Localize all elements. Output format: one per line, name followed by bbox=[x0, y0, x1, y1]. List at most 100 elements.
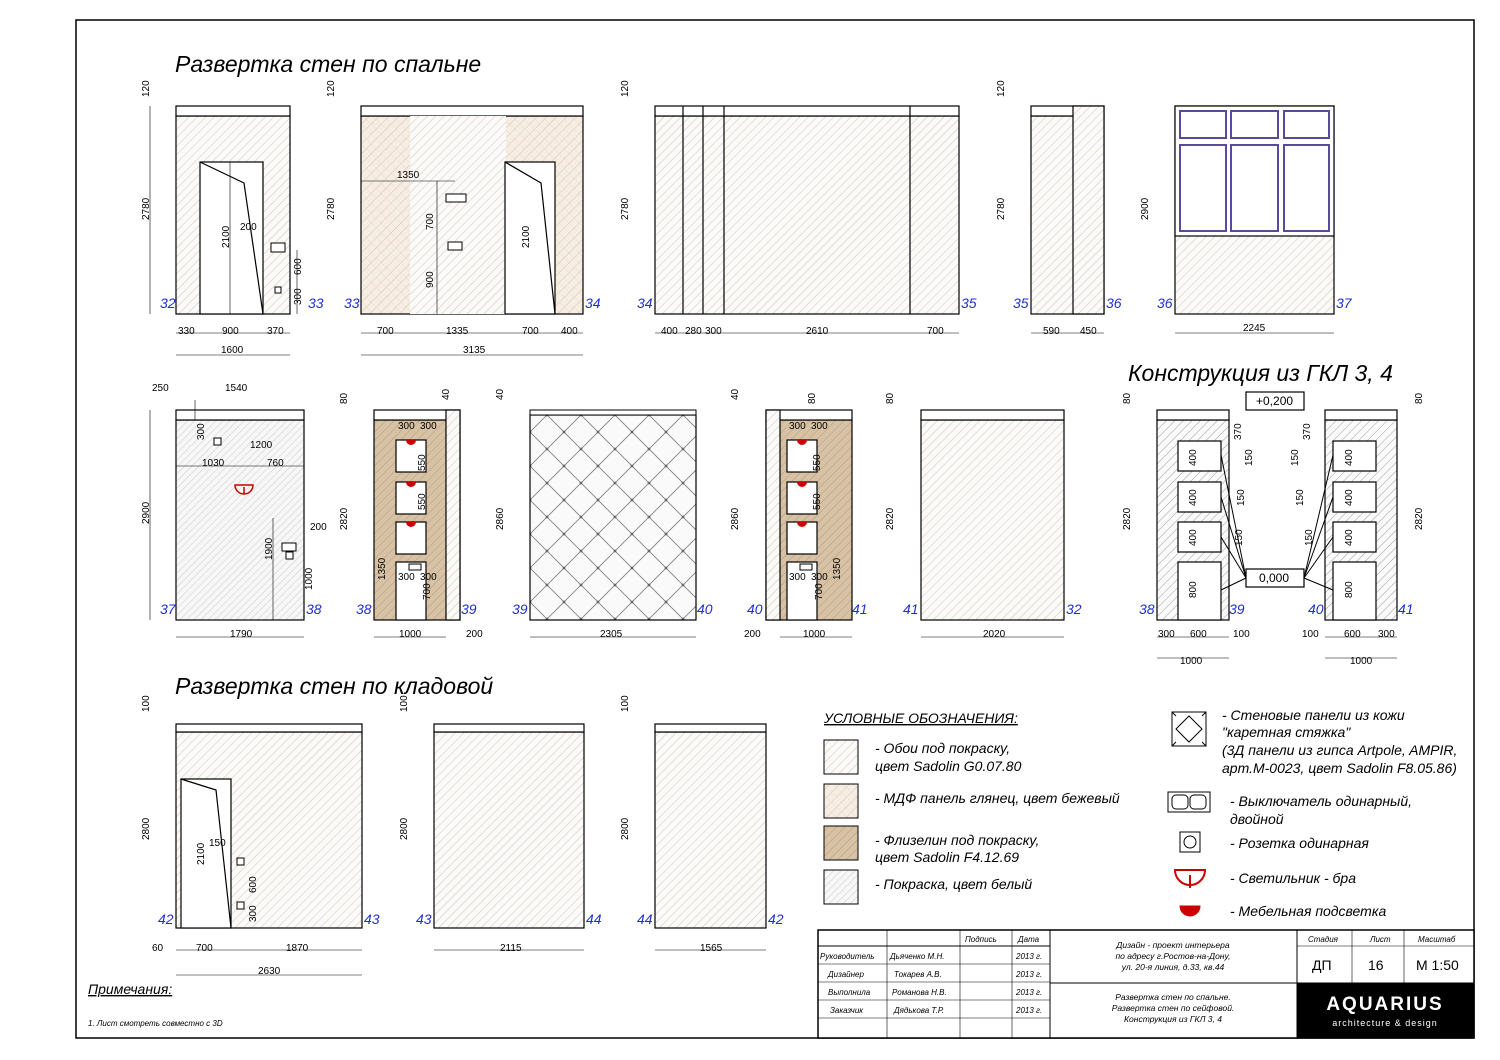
label: Токарев А.В. bbox=[894, 970, 942, 979]
dimension-label: 400 bbox=[561, 326, 578, 337]
dimension-label: 370 bbox=[1302, 423, 1313, 440]
dimension-label: 2800 bbox=[399, 817, 410, 840]
wall-number: 41 bbox=[903, 601, 919, 617]
dimension-label: 1870 bbox=[286, 943, 309, 954]
dimension-label: 2100 bbox=[521, 225, 532, 248]
elevation-43-44: 100 2800 2115 43 44 bbox=[399, 695, 602, 954]
label: М 1:50 bbox=[1416, 957, 1459, 973]
elevation-44-42: 100 2800 1565 44 42 bbox=[620, 695, 784, 954]
wall-number: 41 bbox=[1398, 601, 1414, 617]
dimension-label: 400 bbox=[1188, 529, 1199, 546]
dimension-label: 1350 bbox=[397, 170, 420, 181]
dimension-label: 80 bbox=[1122, 392, 1133, 404]
dimension-label: 2820 bbox=[1122, 507, 1133, 530]
dimension-label: 2820 bbox=[339, 507, 350, 530]
label: Подпись bbox=[965, 935, 997, 944]
legend-swatch-fleece bbox=[823, 825, 859, 861]
switch-icon bbox=[1167, 791, 1211, 813]
dimension-label: 300 bbox=[398, 572, 415, 583]
wall-number: 35 bbox=[1013, 295, 1029, 311]
dimension-label: 1900 bbox=[264, 537, 275, 560]
dimension-label: 2020 bbox=[983, 629, 1006, 640]
dimension-label: 300 bbox=[398, 421, 415, 432]
dimension-label: 760 bbox=[267, 458, 284, 469]
label: - Мебельная подсветка bbox=[1230, 903, 1386, 919]
wall-number: 44 bbox=[637, 911, 653, 927]
dimension-label: 1600 bbox=[221, 345, 244, 356]
quilt-panel-icon bbox=[1171, 711, 1207, 747]
dimension-label: 700 bbox=[196, 943, 213, 954]
dimension-label: 800 bbox=[1344, 581, 1355, 598]
label: Дата bbox=[1017, 935, 1040, 944]
dimension-label: 2100 bbox=[221, 225, 232, 248]
dimension-label: 100 bbox=[141, 695, 152, 712]
wall-number: 33 bbox=[344, 295, 360, 311]
dimension-label: 2780 bbox=[141, 197, 152, 220]
dimension-label: 2245 bbox=[1243, 323, 1266, 334]
dimension-label: 590 bbox=[1043, 326, 1060, 337]
dimension-label: 120 bbox=[326, 80, 337, 97]
dimension-label: 2115 bbox=[500, 943, 522, 954]
wall-number: 42 bbox=[768, 911, 784, 927]
dimension-label: 40 bbox=[495, 388, 506, 400]
dimension-label: 300 bbox=[1158, 629, 1175, 640]
dimension-label: 80 bbox=[1414, 392, 1425, 404]
elevation-38-39: 80 40 2820 300 300 550 550 300 300 1350 … bbox=[339, 388, 483, 640]
dimension-label: 2820 bbox=[1414, 507, 1425, 530]
dimension-label: 700 bbox=[814, 583, 825, 600]
label: 2013 г. bbox=[1015, 952, 1042, 961]
dimension-label: 150 bbox=[1234, 529, 1245, 546]
label: Заказчик bbox=[830, 1006, 864, 1015]
dimension-label: 1000 bbox=[1180, 656, 1203, 667]
notes: Примечания: 1. Лист смотреть совместно с… bbox=[88, 981, 223, 1028]
wall-number: 34 bbox=[585, 295, 601, 311]
label: по адресу г.Ростов-на-Дону, bbox=[1115, 951, 1230, 961]
dimension-label: 400 bbox=[1188, 449, 1199, 466]
label: Стадия bbox=[1308, 935, 1339, 944]
wall-number: 38 bbox=[356, 601, 372, 617]
dimension-label: 2305 bbox=[600, 629, 623, 640]
elevation-35-36: 120 2780 590 450 35 36 bbox=[996, 80, 1122, 337]
label: Романова Н.В. bbox=[892, 988, 947, 997]
dimension-label: 60 bbox=[152, 943, 164, 954]
dimension-label: 200 bbox=[310, 522, 327, 533]
dimension-label: 300 bbox=[811, 421, 828, 432]
dimension-label: 100 bbox=[620, 695, 631, 712]
label: арт.М-0023, цвет Sadolin F8.05.86) bbox=[1222, 760, 1457, 776]
dimension-label: 600 bbox=[293, 258, 304, 275]
title-gkl: Конструкция из ГКЛ 3, 4 bbox=[1128, 360, 1393, 386]
dimension-label: 100 bbox=[399, 695, 410, 712]
dimension-label: 330 bbox=[178, 326, 195, 337]
dimension-label: 2780 bbox=[996, 197, 1007, 220]
wall-number: 33 bbox=[308, 295, 324, 311]
label: 16 bbox=[1368, 957, 1384, 973]
dimension-label: 80 bbox=[807, 392, 818, 404]
dimension-label: 400 bbox=[1344, 449, 1355, 466]
dimension-label: 150 bbox=[1304, 529, 1315, 546]
notes-text: 1. Лист смотреть совместно с 3D bbox=[88, 1019, 223, 1028]
label: 2013 г. bbox=[1015, 970, 1042, 979]
dimension-label: 150 bbox=[1236, 489, 1247, 506]
wall-number: 40 bbox=[697, 601, 713, 617]
company-logo bbox=[1297, 983, 1474, 1038]
dimension-label: 600 bbox=[248, 876, 259, 893]
wall-number: 39 bbox=[512, 601, 528, 617]
sheet-frame bbox=[75, 19, 1475, 1039]
wall-number: 43 bbox=[364, 911, 380, 927]
wall-lamp-icon bbox=[1173, 869, 1207, 888]
notes-heading: Примечания: bbox=[88, 981, 172, 997]
dimension-label: 120 bbox=[996, 80, 1007, 97]
label: - Светильник - бра bbox=[1230, 870, 1356, 886]
wall-number: 40 bbox=[1308, 601, 1324, 617]
dimension-label: 2900 bbox=[141, 501, 152, 524]
dimension-label: 550 bbox=[417, 454, 428, 471]
dimension-label: 370 bbox=[267, 326, 284, 337]
dimension-label: 2820 bbox=[885, 507, 896, 530]
dimension-label: 300 bbox=[293, 288, 304, 305]
logo-text: AQUARIUS bbox=[1326, 994, 1443, 1015]
dimension-label: 550 bbox=[417, 493, 428, 510]
dimension-label: 600 bbox=[1344, 629, 1361, 640]
elevation-39-40: 40 2860 2305 39 40 bbox=[495, 388, 713, 640]
dimension-label: 900 bbox=[222, 326, 239, 337]
label: Выполнила bbox=[828, 988, 871, 997]
